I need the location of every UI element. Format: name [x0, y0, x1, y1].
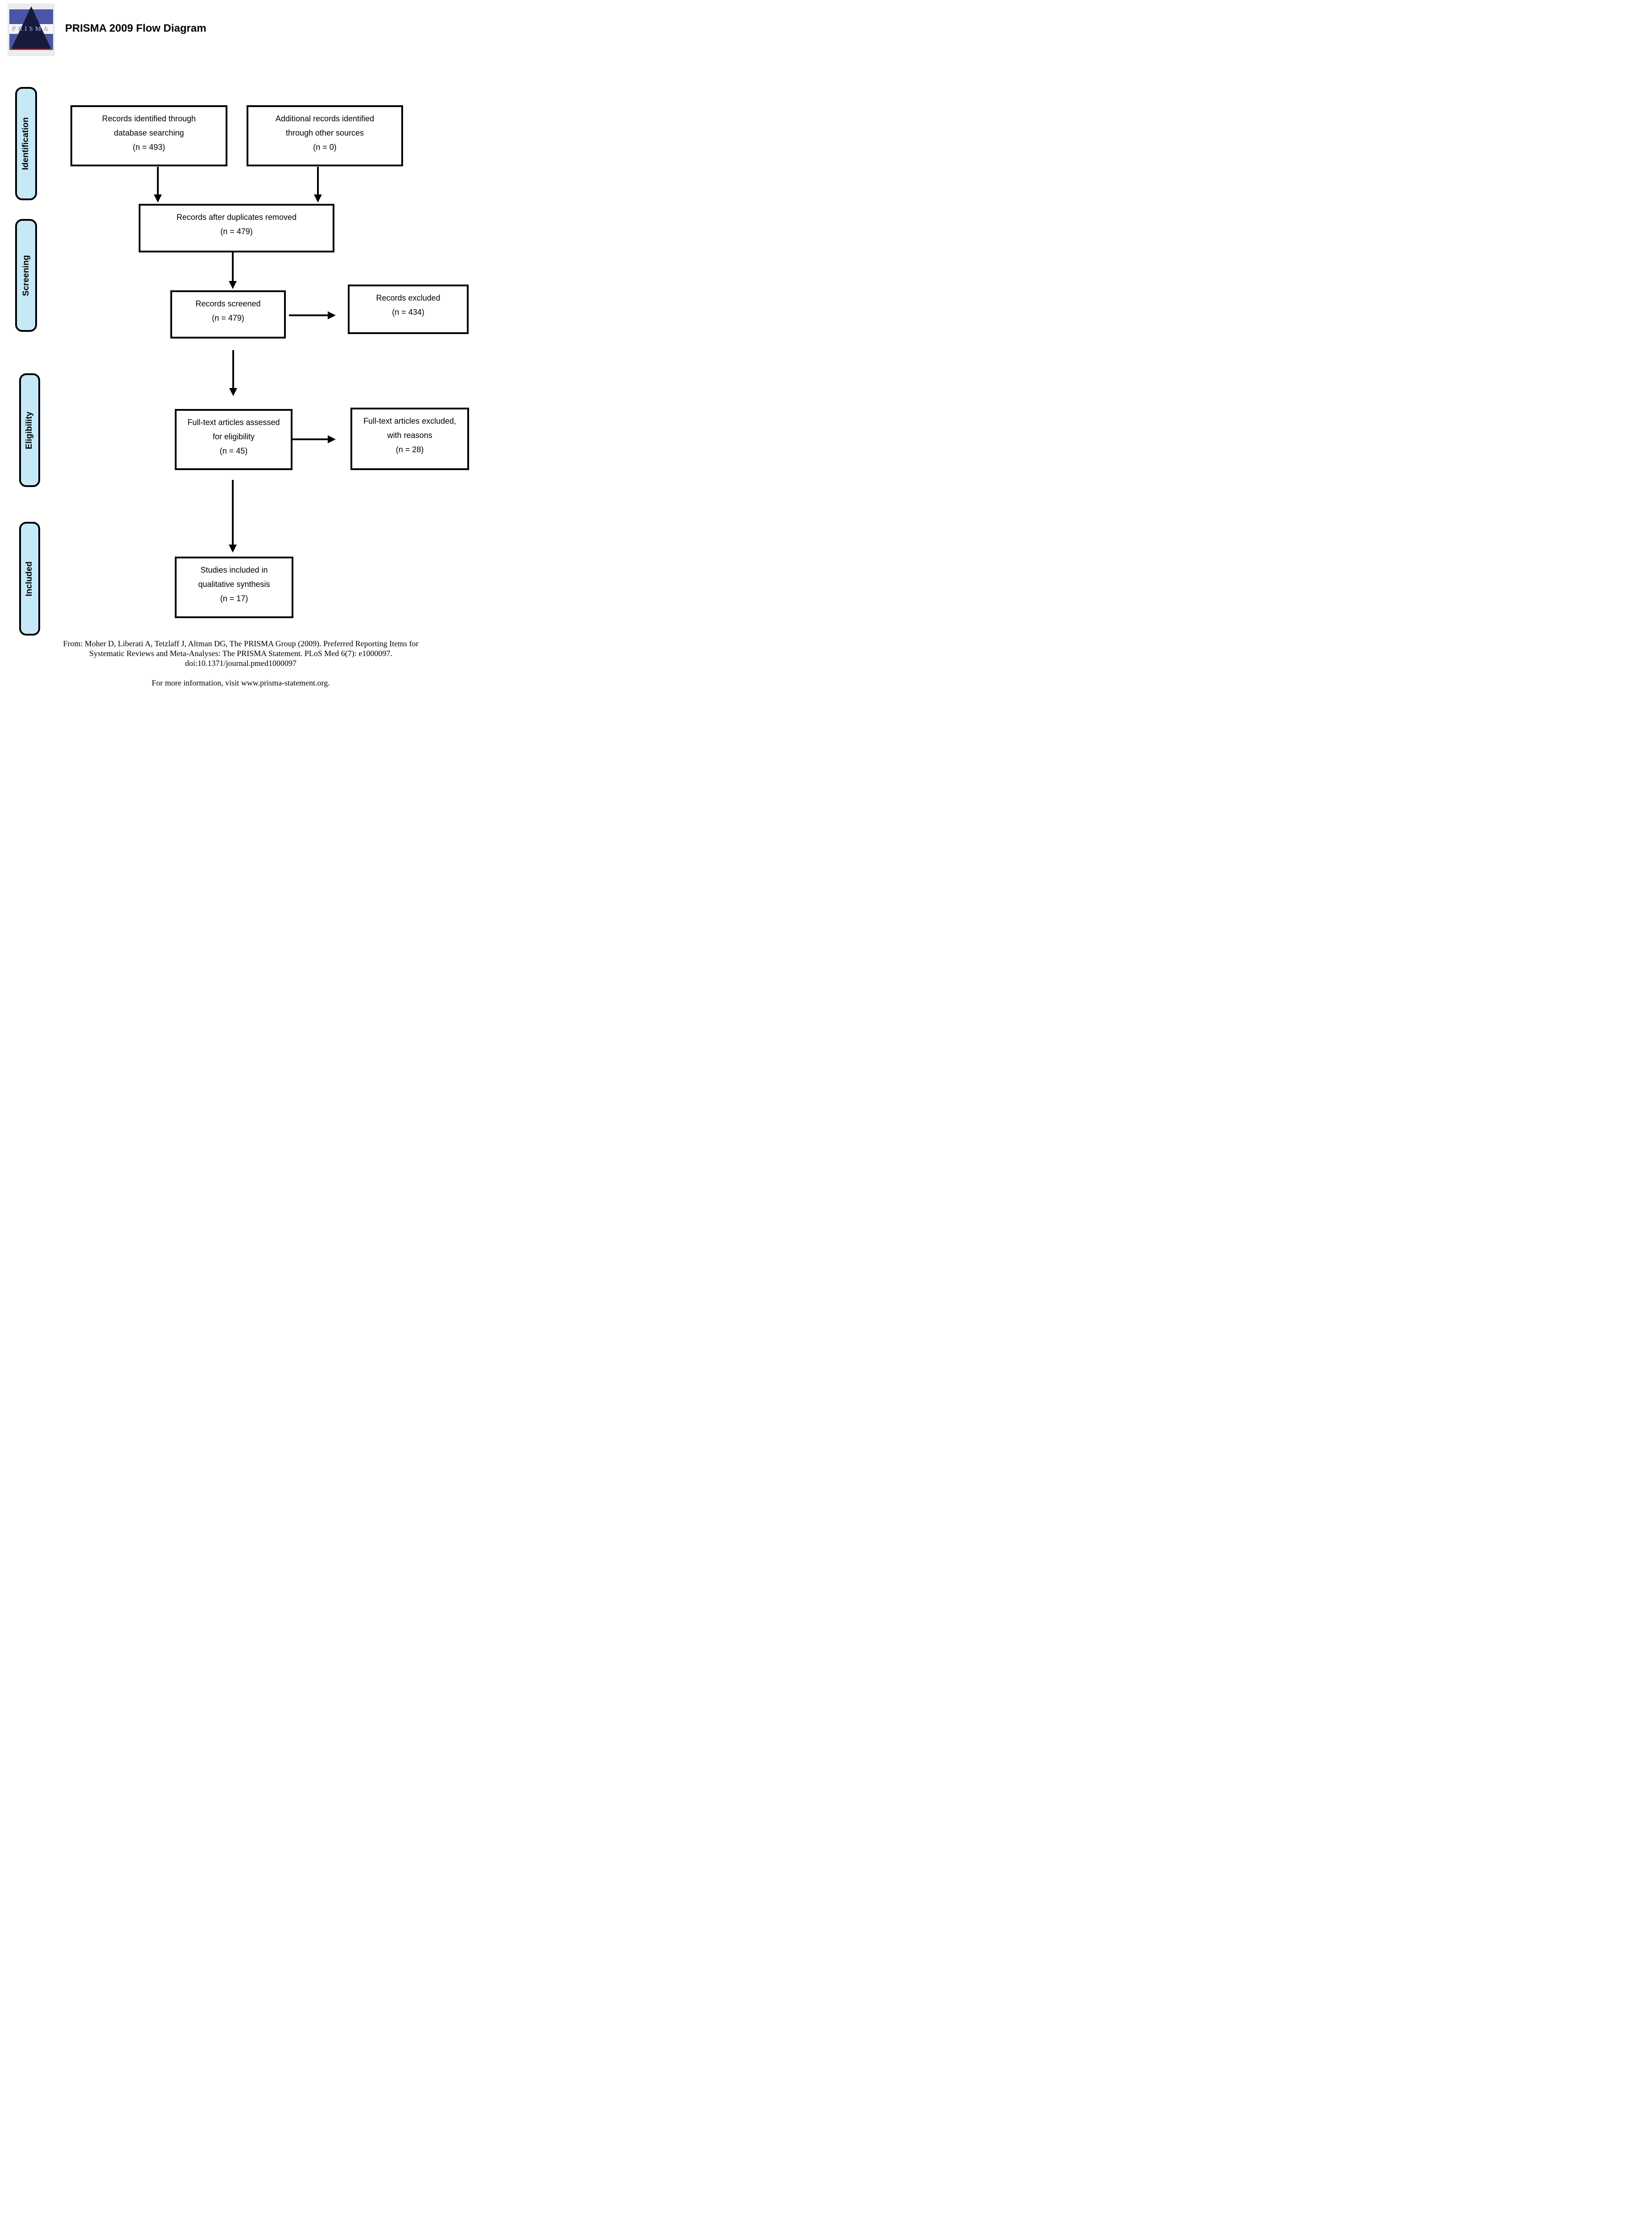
stage-label-screening: Screening — [15, 219, 37, 332]
box-records-identified-database: Records identified through database sear… — [70, 105, 227, 166]
arrow-database-to-duplicates — [154, 167, 162, 202]
more-info-text: For more information, visit www.prisma-s… — [152, 678, 330, 687]
arrow-duplicates-to-screened — [229, 252, 237, 289]
logo-wordmark: PRISMA — [12, 25, 50, 33]
citation: From: Moher D, Liberati A, Tetzlaff J, A… — [0, 639, 482, 668]
arrow-screened-to-excluded — [289, 311, 336, 319]
box-fulltext-excluded: Full-text articles excluded, with reason… — [350, 408, 469, 470]
arrowhead-down-icon — [229, 281, 237, 289]
box-records-screened: Records screened (n = 479) — [170, 290, 286, 339]
prisma-triangle-icon — [12, 6, 51, 48]
arrow-other-sources-to-duplicates — [314, 167, 322, 202]
arrowhead-down-icon — [314, 194, 322, 202]
stage-label-identification: Identification — [15, 87, 37, 200]
box-additional-records-other-sources: Additional records identified through ot… — [247, 105, 403, 166]
prisma-logo: PRISMA — [8, 4, 55, 56]
stage-label-text: Included — [25, 561, 34, 596]
arrowhead-down-icon — [229, 388, 237, 396]
stage-label-text: Identification — [21, 117, 31, 170]
box-studies-included-qualitative: Studies included in qualitative synthesi… — [175, 557, 293, 618]
prisma-flow-diagram-page: PRISMA PRISMA 2009 Flow Diagram Identifi… — [0, 0, 482, 699]
box-fulltext-assessed: Full-text articles assessed for eligibil… — [175, 409, 292, 470]
box-records-excluded: Records excluded (n = 434) — [348, 285, 469, 334]
prisma-triangle-base — [12, 48, 50, 49]
citation-line: From: Moher D, Liberati A, Tetzlaff J, A… — [63, 639, 419, 648]
stage-label-eligibility: Eligibility — [19, 373, 40, 487]
arrow-fulltext-to-excluded — [292, 435, 336, 443]
stage-label-text: Eligibility — [25, 411, 34, 449]
box-records-after-duplicates-removed: Records after duplicates removed (n = 47… — [139, 204, 334, 252]
arrow-screened-to-fulltext — [229, 350, 237, 396]
stage-label-text: Screening — [21, 255, 31, 296]
arrowhead-right-icon — [328, 311, 336, 319]
arrowhead-down-icon — [154, 194, 162, 202]
arrowhead-right-icon — [328, 435, 336, 443]
citation-line: doi:10.1371/journal.pmed1000097 — [185, 659, 297, 668]
page-title: PRISMA 2009 Flow Diagram — [65, 22, 206, 34]
arrowhead-down-icon — [229, 545, 237, 553]
citation-line: Systematic Reviews and Meta-Analyses: Th… — [89, 649, 392, 658]
arrow-fulltext-to-included — [229, 480, 237, 553]
stage-label-included: Included — [19, 522, 40, 636]
